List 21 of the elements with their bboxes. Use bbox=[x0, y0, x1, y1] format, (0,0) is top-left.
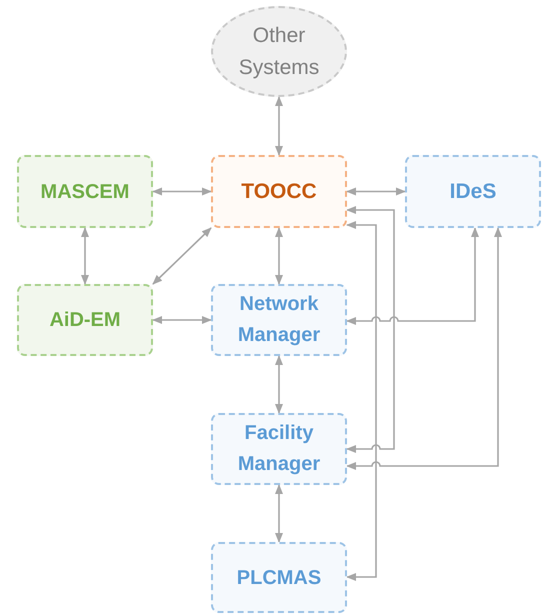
system-ellipse: Other Systems bbox=[211, 6, 347, 97]
connector-arrow bbox=[152, 188, 212, 196]
connector-arrow bbox=[152, 316, 212, 324]
connector-arrow bbox=[346, 221, 377, 581]
system-box: PLCMAS bbox=[211, 542, 347, 613]
system-box: Facility Manager bbox=[211, 413, 347, 485]
connector-arrow bbox=[275, 484, 283, 543]
connector-arrow bbox=[152, 227, 212, 285]
system-box: MASCEM bbox=[17, 155, 153, 228]
connector-arrow bbox=[346, 227, 479, 325]
connector-arrow bbox=[81, 227, 89, 285]
system-box: TOOCC bbox=[211, 155, 347, 228]
system-box: AiD-EM bbox=[17, 284, 153, 356]
connector-arrow bbox=[346, 227, 502, 470]
connector-arrow bbox=[346, 188, 406, 196]
connector-arrow bbox=[275, 96, 283, 156]
system-box: IDeS bbox=[405, 155, 541, 228]
connector-arrow bbox=[275, 227, 283, 285]
system-box: Network Manager bbox=[211, 284, 347, 356]
connector-arrow bbox=[275, 355, 283, 414]
connector-arrow bbox=[346, 206, 395, 453]
